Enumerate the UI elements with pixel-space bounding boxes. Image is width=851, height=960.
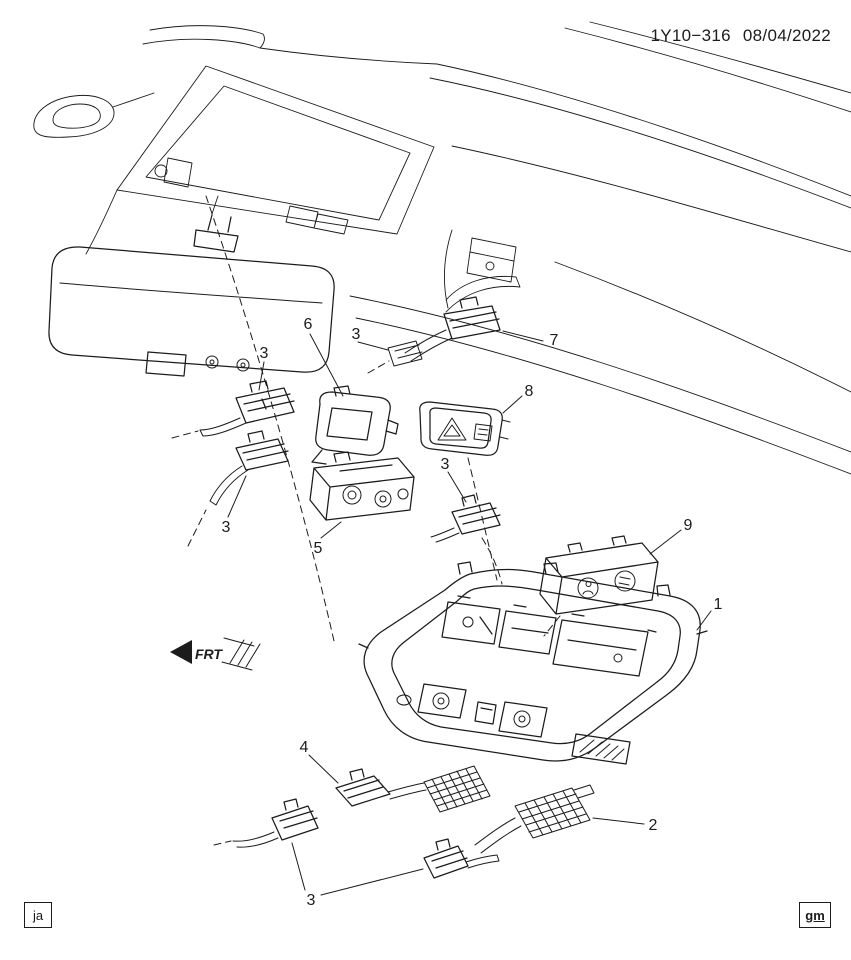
lens-2-wire	[474, 817, 522, 854]
lamp-4-connector	[335, 768, 391, 807]
lamp-4-wire	[387, 782, 427, 800]
callout-9: 9	[684, 517, 693, 534]
console-1-round-details	[396, 616, 623, 728]
drawing-date: 08/04/2022	[742, 26, 831, 45]
connector-3-mid-left-body	[235, 430, 289, 471]
switch-5-buttons	[342, 485, 409, 508]
switch-5-body	[309, 451, 415, 521]
connector-3-upper-pigtail	[199, 417, 247, 437]
switch-bank-5	[309, 451, 415, 521]
lamp-4-lens	[423, 765, 491, 813]
gm-logo-box: gm	[799, 902, 831, 928]
callout-8: 8	[525, 383, 534, 400]
hazard-switch-8	[419, 401, 511, 456]
callout-3-mid-left: 3	[222, 519, 231, 536]
callout-7: 7	[550, 332, 559, 349]
lens-2-body	[514, 784, 595, 839]
harness-7-connector	[443, 296, 501, 340]
connector-3-mid-left-pigtail	[209, 465, 249, 506]
rearview-mirror	[48, 214, 335, 377]
gm-logo-text: gm	[805, 907, 825, 923]
frt-arrow-icon	[170, 640, 192, 664]
connector-3-bottom-middle	[423, 838, 500, 879]
frt-indicator: FRT	[170, 637, 261, 671]
connector-3-upper	[199, 380, 295, 437]
connector-3-bottom-left-body	[271, 798, 319, 841]
console-1-vent-hatch	[579, 739, 625, 761]
visor-bracket	[466, 237, 517, 283]
frt-hatch-icon	[221, 637, 261, 671]
hazard-triangle-icon	[437, 417, 511, 442]
mirror-body	[48, 214, 335, 377]
console-1-rim	[363, 568, 701, 762]
connector-3-upper-body	[235, 380, 295, 424]
connector-3-bottom-middle-body	[423, 838, 469, 879]
dome-lamp-lens-2	[474, 784, 595, 854]
frt-label: FRT	[195, 646, 223, 662]
pod-9-body	[539, 535, 659, 615]
drawing-header: 1Y10−316 08/04/2022	[651, 26, 832, 46]
callout-5: 5	[314, 540, 323, 557]
wiring-harness-7	[387, 296, 501, 367]
callout-3-upper-left: 3	[260, 345, 269, 362]
switch-bezel-6	[311, 385, 399, 465]
callout-4: 4	[300, 739, 309, 756]
switch-8-body	[419, 401, 503, 456]
callout-2: 2	[649, 817, 658, 834]
callout-6: 6	[304, 316, 313, 333]
sos-switch-pod-9	[539, 535, 659, 615]
pod-9-buttons	[577, 570, 636, 599]
connector-3-bottom-middle-pigtail	[465, 854, 500, 869]
vehicle-interior-linework	[33, 21, 851, 475]
callout-1: 1	[714, 596, 723, 613]
callout-3-bottom: 3	[307, 892, 316, 909]
connector-3-mid-right-pigtail	[430, 527, 460, 543]
console-1-openings	[441, 595, 657, 677]
dome-lamp-4	[335, 765, 491, 813]
callout-leader-lines	[227, 330, 712, 896]
interior-sweep-lines	[85, 21, 851, 475]
connector-3-mid-right	[430, 494, 501, 543]
connector-3-mid-right-body	[451, 494, 501, 535]
sheet-code-text: ja	[32, 907, 44, 923]
callout-labels: 3 6 3 7 8 3 5 3 9 1 4 2 3	[222, 316, 723, 909]
drawing-number: 1Y10−316	[650, 26, 731, 45]
console-1-lamp-openings	[358, 561, 708, 765]
overhead-console-1	[358, 561, 708, 765]
harness-7-wire	[387, 329, 453, 367]
sheet-code-box: ja	[24, 902, 52, 928]
bezel-6-body	[311, 385, 399, 465]
connector-3-mid-left	[209, 430, 289, 506]
headliner-console-opening	[116, 65, 435, 235]
callout-3-mid-right: 3	[441, 456, 450, 473]
mirror-glass-edge	[59, 282, 323, 304]
mirror-buttons	[205, 355, 250, 372]
grab-handle	[33, 94, 115, 138]
connector-3-bottom-left-pigtail	[232, 831, 279, 848]
connector-3-bottom-left	[232, 798, 319, 848]
callout-3-upper-mid: 3	[352, 326, 361, 343]
